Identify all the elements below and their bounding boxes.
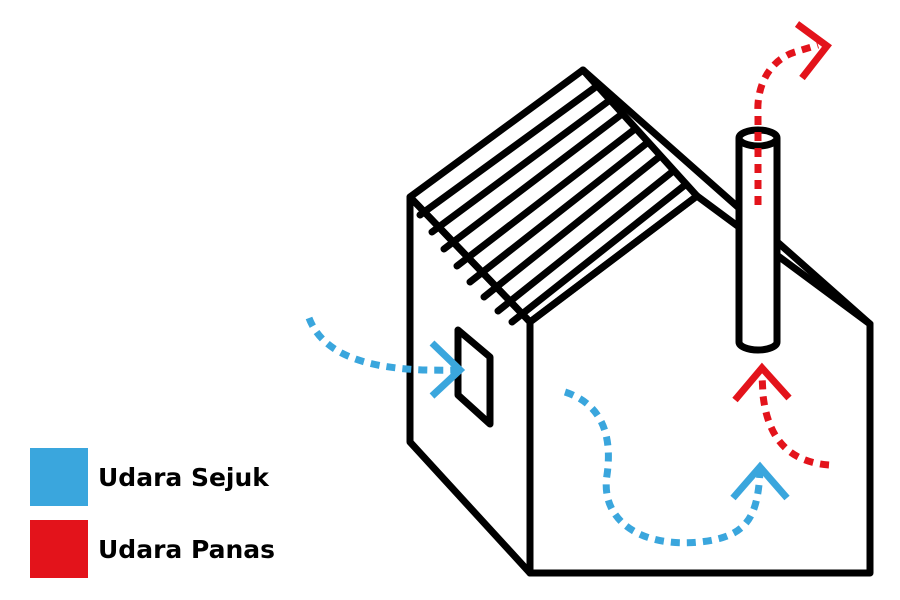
roof-stripes [416, 82, 689, 326]
cool-air-inflow-arrowhead [429, 340, 466, 399]
hot-air-room-arrowhead [732, 362, 792, 403]
legend-swatch-hot-air [30, 520, 88, 578]
hot-air-chimney-path [754, 41, 820, 205]
window [454, 326, 494, 428]
house-front-wall [526, 192, 874, 577]
cool-air-room-arrowhead [730, 461, 790, 501]
legend: Udara Sejuk Udara Panas [30, 447, 275, 591]
legend-swatch-cool-air [30, 448, 88, 506]
cool-air-flows [305, 316, 790, 547]
legend-label-cool-air: Udara Sejuk [98, 462, 269, 492]
legend-item-cool-air: Udara Sejuk [30, 447, 275, 507]
hot-air-room-path [758, 374, 830, 469]
house-outline [406, 66, 874, 577]
legend-label-hot-air: Udara Panas [98, 534, 276, 564]
cool-air-room-path [563, 388, 764, 547]
chimney [735, 126, 781, 354]
hot-air-flows [732, 21, 832, 469]
roof-left-slope [406, 66, 701, 326]
legend-item-hot-air: Udara Panas [30, 519, 275, 579]
hot-air-chimney-arrowhead [794, 21, 832, 81]
cool-air-inflow-path [305, 316, 456, 374]
roof-ridge [579, 66, 874, 328]
